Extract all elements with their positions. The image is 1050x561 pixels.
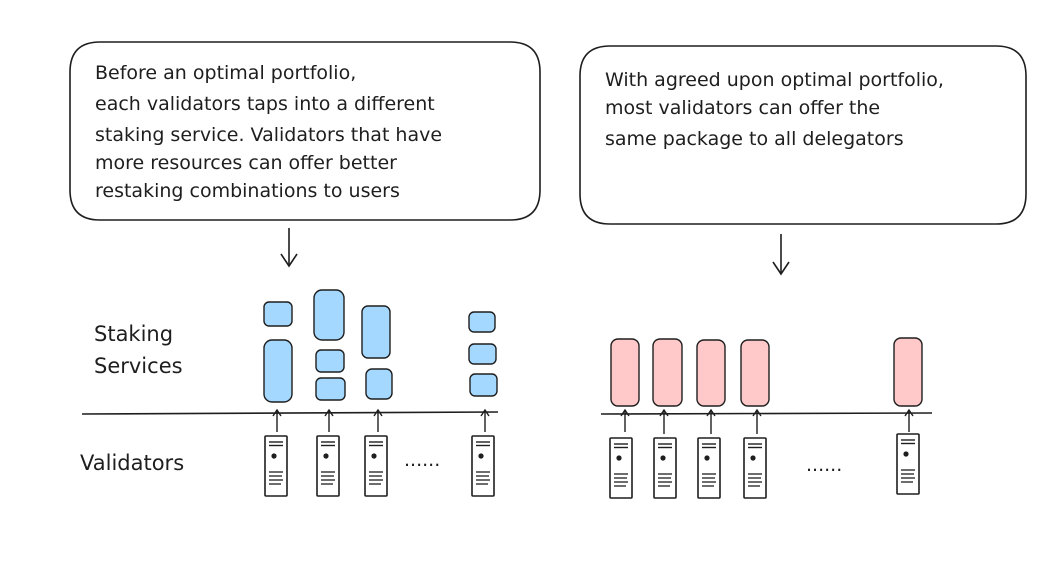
left-up-arrows <box>272 408 490 432</box>
service-block <box>315 377 346 401</box>
service-block <box>315 349 345 373</box>
right-callout-text: With agreed upon optimal portfolio, most… <box>605 69 950 150</box>
server-icon <box>609 437 633 499</box>
left-panel: Before an optimal portfolio, each valida… <box>69 41 541 497</box>
server-icon <box>364 435 388 497</box>
staking-label-line: Services <box>94 354 183 378</box>
right-panel: With agreed upon optimal portfolio, most… <box>579 45 1027 499</box>
server-icon <box>471 435 495 497</box>
right-callout-line: With agreed upon optimal portfolio, <box>605 69 944 91</box>
right-ellipsis: ...... <box>806 454 842 476</box>
up-arrow <box>659 408 669 434</box>
server-icon <box>896 433 920 495</box>
server-icon <box>653 437 677 499</box>
service-block <box>313 289 345 341</box>
right-service-blocks <box>610 337 923 407</box>
server-icon <box>264 435 288 497</box>
up-arrow <box>373 408 383 432</box>
up-arrow <box>480 408 490 432</box>
left-callout-text: Before an optimal portfolio, each valida… <box>95 62 448 202</box>
up-arrow <box>324 408 334 432</box>
right-callout-line: most validators can offer the <box>605 97 880 119</box>
service-block <box>263 301 293 327</box>
right-callout-line: same package to all delegators <box>605 128 904 150</box>
server-icon <box>697 437 721 499</box>
left-baseline <box>81 411 499 415</box>
service-block <box>893 337 923 407</box>
left-callout-line: Before an optimal portfolio, <box>95 62 356 84</box>
up-arrow <box>706 408 716 434</box>
left-service-blocks <box>263 289 498 403</box>
service-block <box>468 343 497 365</box>
service-block <box>610 338 640 407</box>
right-validators <box>609 433 920 499</box>
left-callout-line: restaking combinations to users <box>95 180 400 202</box>
left-down-arrow <box>280 228 298 268</box>
service-block <box>361 305 391 359</box>
left-ellipsis: ...... <box>404 449 440 471</box>
left-callout-line: more resources can offer better <box>95 152 397 174</box>
validators-label: Validators <box>80 451 184 475</box>
left-callout-line: staking service. Validators that have <box>95 124 442 146</box>
service-block <box>696 339 726 407</box>
up-arrow <box>272 408 282 432</box>
right-baseline <box>600 412 933 415</box>
right-down-arrow <box>772 234 790 276</box>
right-up-arrows <box>620 408 914 434</box>
right-callout-box <box>579 45 1027 225</box>
left-validators <box>264 435 495 497</box>
service-block <box>263 339 293 403</box>
left-callout-box <box>69 41 541 221</box>
staking-services-label: Staking Services <box>94 322 183 378</box>
server-icon <box>743 437 767 499</box>
service-block <box>469 373 498 397</box>
staking-label-line: Staking <box>94 322 173 346</box>
server-icon <box>316 435 340 497</box>
up-arrow <box>620 408 630 432</box>
service-block <box>740 339 770 407</box>
service-block <box>365 368 393 400</box>
service-block <box>652 338 683 407</box>
up-arrow <box>752 408 762 434</box>
left-callout-line: each validators taps into a different <box>95 93 435 115</box>
service-block <box>468 311 496 333</box>
up-arrow <box>904 408 914 432</box>
